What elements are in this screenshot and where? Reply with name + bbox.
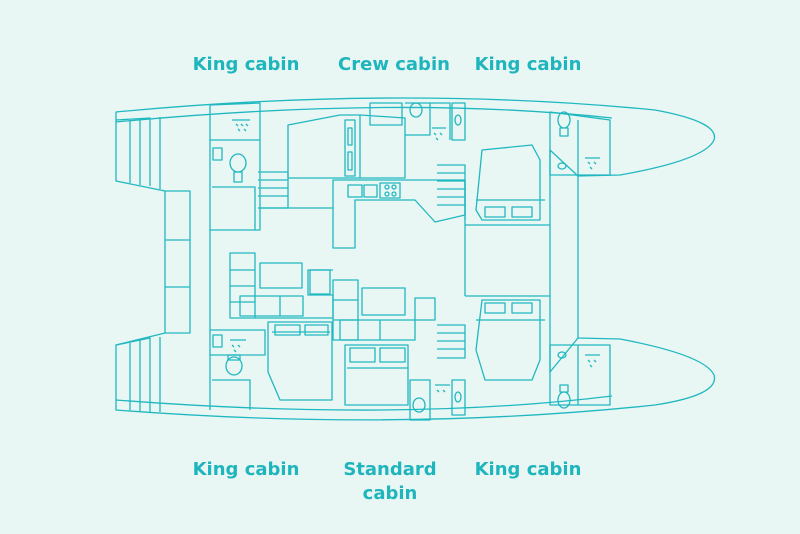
interior-walls — [209, 180, 551, 330]
standard-cabin-bottom — [344, 344, 466, 421]
label-standard-cabin-bottom: Standard cabin — [343, 459, 437, 504]
label-king-cabin-bottom-right: King cabin — [474, 459, 582, 480]
king-cabin-top-right — [465, 111, 611, 226]
hull-outline — [115, 97, 716, 421]
label-king-cabin-top-right: King cabin — [474, 54, 582, 75]
king-cabin-bottom-right — [465, 295, 611, 409]
king-cabin-top-left — [209, 102, 333, 231]
label-king-cabin-top-left: King cabin — [192, 54, 300, 75]
label-crew-cabin-top: Crew cabin — [338, 54, 450, 75]
label-king-cabin-bottom-left: King cabin — [192, 459, 300, 480]
saloon — [229, 252, 466, 359]
crew-cabin-top — [287, 102, 466, 179]
king-cabin-bottom-left — [209, 321, 333, 410]
